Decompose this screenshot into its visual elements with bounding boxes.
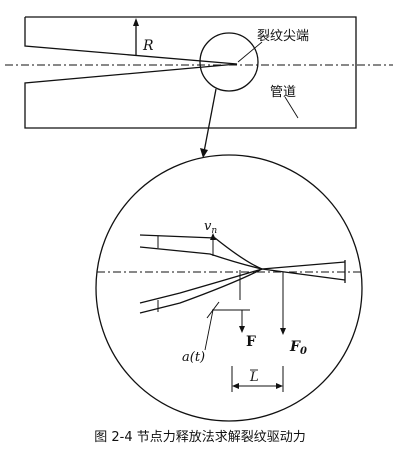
length-arrowhead-right <box>276 383 283 389</box>
upper-crack-face-inner <box>139 246 263 270</box>
force-f0-label: F0 <box>289 339 307 357</box>
force-f-arrowhead <box>239 326 245 333</box>
ligament-upper <box>261 261 346 270</box>
radius-label: R <box>142 38 154 54</box>
pipe-leader <box>284 96 299 119</box>
magnified-view <box>95 154 363 422</box>
radius-arrowhead <box>133 18 139 26</box>
lower-crack-face-outer <box>139 268 263 314</box>
crack-length-leader <box>204 309 214 351</box>
zoom-arrow <box>203 88 217 153</box>
force-f-label: F <box>246 334 256 350</box>
velocity-arrowhead <box>210 233 216 240</box>
force-f0-arrowhead <box>280 328 286 335</box>
pipe-outline <box>24 16 357 129</box>
crack-tip-circle <box>199 32 259 92</box>
velocity-label: vn <box>204 219 217 236</box>
crack-length-label: a(t) <box>182 350 205 365</box>
length-label: L <box>249 370 259 385</box>
pipe-label: 管道 <box>270 85 296 100</box>
zoom-arrowhead <box>200 148 208 158</box>
lower-crack-face-inner <box>139 268 263 304</box>
magnified-circle <box>95 154 363 422</box>
figure-caption: 图 2-4 节点力释放法求解裂纹驱动力 <box>94 430 306 445</box>
length-arrowhead-left <box>232 383 239 389</box>
crack-tip-label: 裂纹尖端 <box>257 29 309 44</box>
crack-tip-leader <box>237 41 263 63</box>
pipe-overview <box>5 16 393 158</box>
ligament-lower <box>261 268 346 281</box>
